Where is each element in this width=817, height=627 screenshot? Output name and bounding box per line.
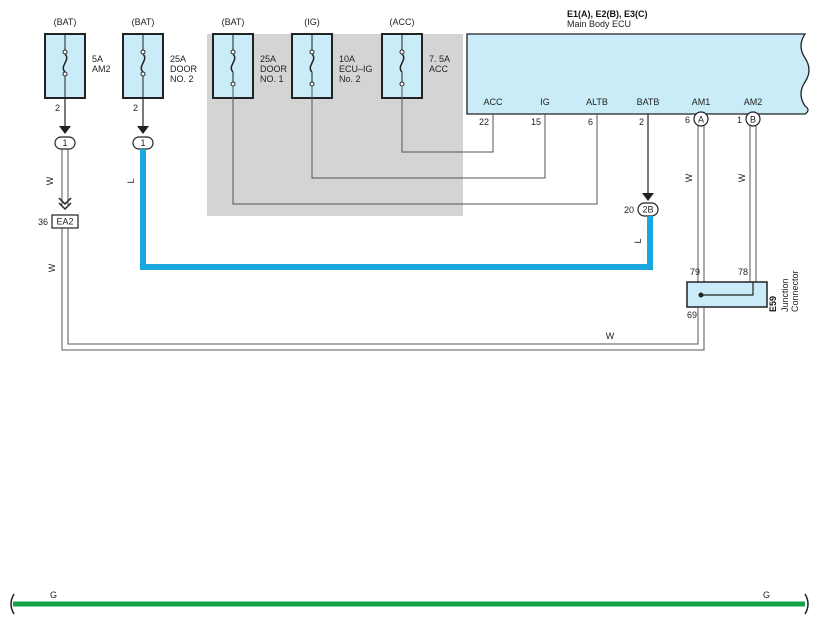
fuse-am2-rating: 5A [92,54,103,64]
batb-arrow-icon [642,193,654,201]
junction-internal-bus [701,282,754,296]
fuse-door2-rating: 25A [170,54,186,64]
fuse-am2-pin: 2 [55,103,60,113]
ecu-terminal-label-ig: IG [540,97,550,107]
fuse-door1-element-icon [230,53,236,73]
junction-pin-78: 78 [738,267,748,277]
fuse-acc-source: (ACC) [390,17,415,27]
junction-name-2: Connector [790,270,800,312]
wire-label-am2-bottom: W [47,263,57,272]
fuse-door1-source: (BAT) [222,17,245,27]
fuse-door2-pin: 2 [133,103,138,113]
junction-pin-69: 69 [687,310,697,320]
wire-label-am2-top: W [45,176,55,185]
fuse-door1-rating: 25A [260,54,276,64]
fuse-am2: (BAT) 5A AM2 2 [44,17,111,113]
ea2-connector-chevron-icon [58,197,72,211]
ecu-terminal-label-acc: ACC [483,97,503,107]
ecu-pin-am1: 6 [685,115,690,125]
ecu-name-label: Main Body ECU [567,19,631,29]
connector-ea2: EA2 [51,214,79,229]
wire-altb-to-ecu [232,86,598,205]
junction-pin-79: 79 [690,267,700,277]
ecu-connector-b-label: B [750,115,756,125]
ecu-pin-altb: 6 [588,117,593,127]
connector-am2-out: 1 [54,136,76,150]
wire-label-ground-left: G [50,590,57,600]
ecu-connector-b-marker: B [745,111,761,127]
fuse-ecuig-name-1: ECU–IG [339,64,373,74]
connector-2b-label: 2B [642,205,653,215]
fuse-am2-source: (BAT) [54,17,77,27]
ecu-body [466,33,810,115]
fuse-ecuig-rating: 10A [339,54,355,64]
ecu-connector-a-label: A [698,115,704,125]
ecu-connector-a-marker: A [693,111,709,127]
ecu-pin-acc: 22 [479,117,489,127]
wire-label-door2: L [126,178,136,183]
wire-break-left-icon [10,593,15,615]
wire-label-bottom-run: W [606,331,615,341]
door2-arrow-icon [137,126,149,134]
wire-label-batb: L [633,238,643,243]
ecu-terminal-label-batb: BATB [637,97,660,107]
wire-return-inner [67,228,699,345]
fuse-ecuig-element-icon [309,53,315,73]
junction-id: E59 [768,296,778,312]
ecu-connectors-label: E1(A), E2(B), E3(C) [567,9,648,19]
fuse-acc-name: ACC [429,64,449,74]
am2-arrow-icon [59,126,71,134]
connector-ea2-pin: 36 [38,217,48,227]
fuse-acc-rating: 7. 5A [429,54,450,64]
fuse-am2-element-icon [62,53,68,73]
connector-ea2-label: EA2 [56,217,73,227]
ecu-pin-ig: 15 [531,117,541,127]
fuse-door2-source: (BAT) [132,17,155,27]
fuse-am2-name: AM2 [92,64,111,74]
fuse-door1-name-2: NO. 1 [260,74,284,84]
wire-blue-l [140,149,653,270]
wire-acc-to-ecu [401,86,494,153]
wire-break-right-icon [804,593,809,615]
ecu-terminal-label-am2: AM2 [744,97,763,107]
fuse-door2-element-icon [140,53,146,73]
fuse-ecuig-source: (IG) [304,17,320,27]
fuse-door1-name-1: DOOR [260,64,288,74]
connector-am2-out-label: 1 [62,138,67,148]
wire-label-ground-right: G [763,590,770,600]
ecu-pin-batb: 2 [639,117,644,127]
junction-connector-e59 [686,281,768,308]
wire-ig-to-ecu [311,86,546,179]
connector-door2-out: 1 [132,136,154,150]
fuse-door-no2: (BAT) 25A DOOR NO. 2 2 [122,17,198,113]
ecu-terminal-label-am1: AM1 [692,97,711,107]
connector-door2-out-label: 1 [140,138,145,148]
wire-return-outer [61,228,705,351]
wire-label-am1: W [684,173,694,182]
fuse-door2-name-2: NO. 2 [170,74,194,84]
fuse-ecuig-name-2: No. 2 [339,74,361,84]
fuse-acc-element-icon [399,53,405,73]
connector-2b-pin: 20 [624,205,634,215]
ecu-terminal-label-altb: ALTB [586,97,608,107]
fuse-door2-name-1: DOOR [170,64,198,74]
ecu-pin-am2: 1 [737,115,742,125]
wire-label-am2-ecu: W [737,173,747,182]
junction-name-1: Junction [780,278,790,312]
junction-splice-dot [698,292,704,298]
connector-2b: 2B [637,202,659,217]
main-body-ecu: E1(A), E2(B), E3(C) Main Body ECU ACC IG… [466,9,810,115]
